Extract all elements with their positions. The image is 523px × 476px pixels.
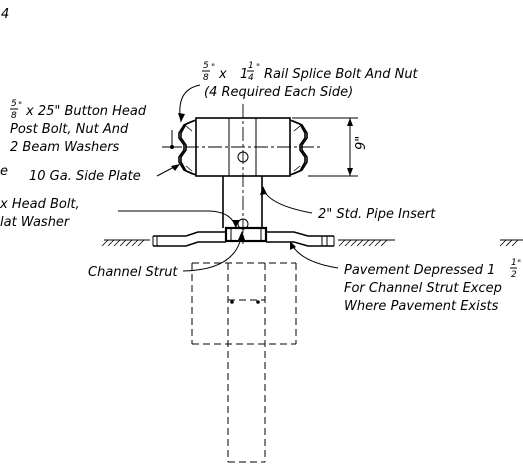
- channel-strut: [224, 226, 268, 243]
- inch-mark: ": [18, 101, 22, 111]
- post: [222, 176, 263, 230]
- fraction-numerator: 5: [203, 61, 209, 71]
- dimension-9-label: 9": [354, 136, 369, 150]
- head-bolt-line-2: lat Washer: [0, 215, 71, 230]
- rail-splice-x: x: [218, 67, 227, 82]
- left-edge-e: e: [0, 164, 8, 179]
- head-bolt-line-1: x Head Bolt,: [0, 197, 80, 212]
- depressed-pavement: [152, 231, 335, 247]
- side-plate-label: 10 Ga. Side Plate: [29, 169, 141, 184]
- half-numerator: 1: [511, 258, 517, 268]
- button-head-line-3: 2 Beam Washers: [10, 140, 120, 155]
- inch-mark: ": [517, 259, 521, 269]
- fraction-denominator: 8: [203, 73, 209, 83]
- quarter-numerator: 1: [248, 61, 254, 71]
- dimension-9-inch: [292, 117, 358, 177]
- rail-splice-text: Rail Splice Bolt And Nut: [264, 67, 419, 82]
- inch-mark: ": [211, 63, 215, 73]
- rail-splice-label: 5 8 " x 1 1 4 " Rail Splice Bolt And Nut…: [202, 61, 419, 100]
- quarter-whole: 1: [240, 67, 248, 82]
- pavement-line-2: For Channel Strut Excep: [344, 281, 502, 296]
- leader-lines: [118, 84, 339, 272]
- pavement-label: Pavement Depressed 1 1 2 " For Channel S…: [344, 258, 521, 314]
- fraction-numerator: 5: [11, 99, 17, 109]
- button-head-line-2: Post Bolt, Nut And: [10, 122, 129, 137]
- pavement-line-3: Where Pavement Exists: [344, 299, 499, 314]
- center-lines: [162, 104, 322, 244]
- ground-line: [101, 239, 523, 247]
- rail-splice-count: (4 Required Each Side): [204, 85, 353, 100]
- button-head-label: 5 8 " x 25" Button Head Post Bolt, Nut A…: [10, 99, 147, 155]
- quarter-denominator: 4: [248, 73, 254, 83]
- pavement-line-1: Pavement Depressed 1: [344, 263, 495, 278]
- button-head-line-1: x 25" Button Head: [25, 104, 147, 119]
- corner-mark: 4: [1, 7, 9, 22]
- half-denominator: 2: [511, 270, 517, 280]
- channel-strut-label: Channel Strut: [88, 265, 178, 280]
- pipe-insert-label: 2" Std. Pipe Insert: [318, 207, 436, 222]
- buried-post-outline: [191, 262, 297, 463]
- w-beam-rails: [178, 119, 308, 176]
- inch-mark: ": [256, 63, 260, 73]
- fraction-denominator: 8: [11, 111, 17, 121]
